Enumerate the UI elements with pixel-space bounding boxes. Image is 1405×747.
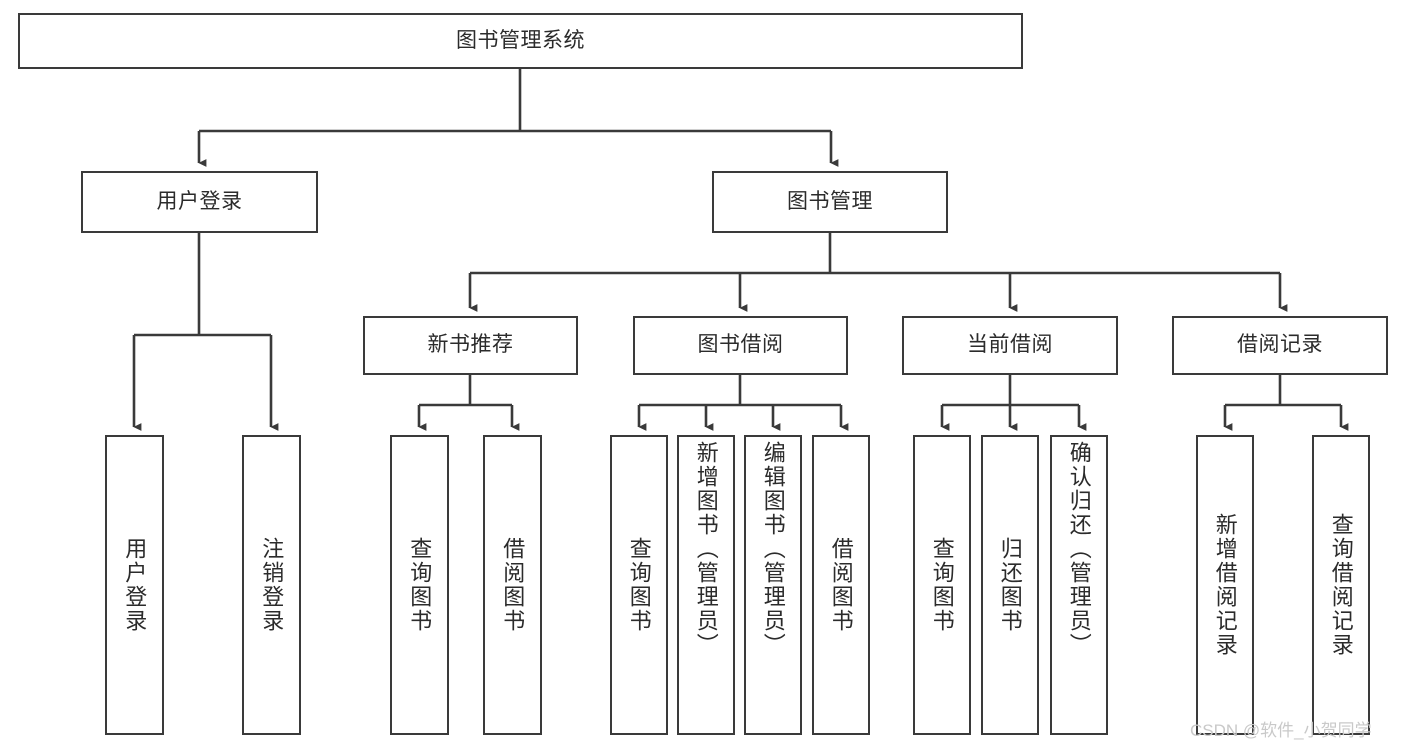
node-leaf-borrow-book[interactable]: 借阅图书 — [812, 435, 870, 735]
node-leaf-return-book-label: 归还图书 — [997, 537, 1023, 633]
node-borrow-record[interactable]: 借阅记录 — [1172, 316, 1388, 375]
node-leaf-borrow-book-rec[interactable]: 借阅图书 — [483, 435, 542, 735]
node-leaf-query-book-rec[interactable]: 查询图书 — [390, 435, 449, 735]
node-leaf-query-book-borrow-label: 查询图书 — [626, 537, 652, 633]
node-leaf-user-logout-label: 注销登录 — [259, 537, 285, 633]
node-root[interactable]: 图书管理系统 — [18, 13, 1023, 69]
node-leaf-add-borrow-record-label: 新增借阅记录 — [1212, 513, 1238, 657]
node-book-borrow[interactable]: 图书借阅 — [633, 316, 848, 375]
node-borrow-record-label: 借阅记录 — [1237, 333, 1323, 357]
node-leaf-confirm-return-label: 确认归还（管理员） — [1066, 441, 1092, 657]
node-leaf-edit-book-admin[interactable]: 编辑图书（管理员） — [744, 435, 802, 735]
node-current-borrow[interactable]: 当前借阅 — [902, 316, 1118, 375]
node-new-book-rec[interactable]: 新书推荐 — [363, 316, 578, 375]
node-leaf-add-borrow-record[interactable]: 新增借阅记录 — [1196, 435, 1254, 735]
node-leaf-borrow-book-label: 借阅图书 — [828, 537, 854, 633]
node-book-manage-label: 图书管理 — [787, 189, 873, 213]
node-leaf-user-logout[interactable]: 注销登录 — [242, 435, 301, 735]
csdn-watermark: CSDN @软件_小贺同学 — [1190, 721, 1372, 740]
node-user-login[interactable]: 用户登录 — [81, 171, 318, 233]
node-leaf-confirm-return[interactable]: 确认归还（管理员） — [1050, 435, 1108, 735]
node-leaf-user-login[interactable]: 用户登录 — [105, 435, 164, 735]
node-leaf-user-login-label: 用户登录 — [122, 537, 148, 633]
node-leaf-borrow-book-rec-label: 借阅图书 — [500, 537, 526, 633]
node-leaf-query-borrow-record-label: 查询借阅记录 — [1328, 513, 1354, 657]
node-new-book-rec-label: 新书推荐 — [427, 333, 514, 357]
node-leaf-query-borrow-record[interactable]: 查询借阅记录 — [1312, 435, 1370, 735]
node-leaf-return-book[interactable]: 归还图书 — [981, 435, 1039, 735]
node-leaf-edit-book-admin-label: 编辑图书（管理员） — [760, 441, 786, 657]
node-current-borrow-label: 当前借阅 — [967, 333, 1053, 357]
node-book-manage[interactable]: 图书管理 — [712, 171, 948, 233]
node-root-label: 图书管理系统 — [456, 28, 585, 52]
node-user-login-label: 用户登录 — [156, 189, 243, 213]
node-leaf-query-book-current[interactable]: 查询图书 — [913, 435, 971, 735]
node-leaf-query-book-current-label: 查询图书 — [929, 537, 955, 633]
node-book-borrow-label: 图书借阅 — [697, 333, 784, 357]
node-leaf-add-book-admin[interactable]: 新增图书（管理员） — [677, 435, 735, 735]
node-leaf-query-book-borrow[interactable]: 查询图书 — [610, 435, 668, 735]
node-leaf-query-book-rec-label: 查询图书 — [407, 537, 433, 633]
node-leaf-add-book-admin-label: 新增图书（管理员） — [693, 441, 719, 657]
